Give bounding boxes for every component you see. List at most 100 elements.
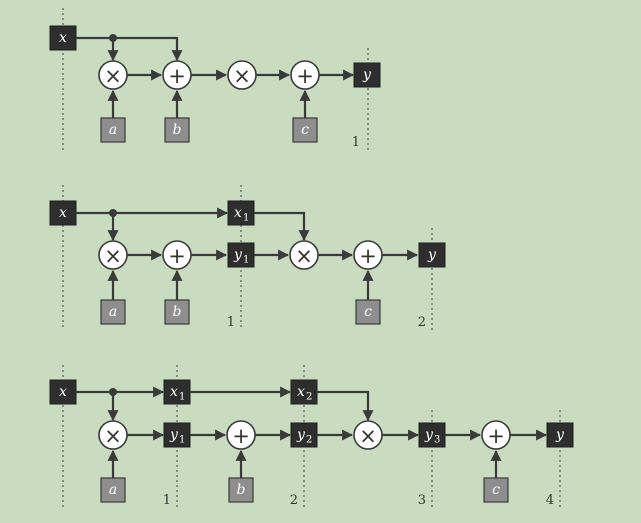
coefficient-box [164, 117, 190, 143]
coefficient-label: c [301, 122, 309, 138]
operator-symbol: + [296, 64, 314, 88]
register-subscript: 1 [179, 435, 185, 446]
register-label: x [234, 205, 242, 221]
coefficient-b: b [228, 477, 254, 503]
register-label: y [362, 67, 372, 83]
operator-symbol: × [104, 64, 122, 88]
operator-symbol: × [233, 64, 251, 88]
coefficient-box [100, 477, 126, 503]
operator-symbol: × [359, 424, 377, 448]
register-label: y [169, 427, 179, 443]
multiplier-1: × [98, 60, 128, 90]
register-x: x [49, 379, 77, 405]
wire-x-to-adder [76, 36, 183, 62]
register-box [163, 379, 191, 405]
coefficient-label: a [109, 482, 117, 498]
register-y: y [418, 242, 446, 268]
coefficient-a: a [100, 477, 126, 503]
stage-label-3: 3 [418, 493, 426, 508]
coefficient-box [292, 117, 318, 143]
multiplier-1: × [98, 240, 128, 270]
register-subscript: 1 [243, 255, 249, 266]
wire-x2-to-multiplier [317, 390, 374, 422]
coefficient-a: a [100, 299, 126, 325]
register-x: x [49, 200, 77, 226]
coefficient-label: b [173, 122, 182, 138]
register-label: x [170, 384, 178, 400]
register-label: x [59, 384, 67, 400]
coefficient-box [228, 477, 254, 503]
adder-1: + [226, 420, 256, 450]
coefficient-c: c [483, 477, 509, 503]
adder-1: + [162, 240, 192, 270]
register-label: y [233, 247, 243, 263]
register-label: y [427, 247, 437, 263]
wire-x1-to-multiplier [254, 211, 310, 242]
coefficient-label: c [364, 304, 372, 320]
operator-symbol: + [487, 424, 505, 448]
coefficient-c: c [355, 299, 381, 325]
register-subscript: 2 [306, 392, 312, 403]
stage-label-1: 1 [163, 493, 171, 508]
multiplier-1: × [98, 420, 128, 450]
adder-2: + [481, 420, 511, 450]
coefficient-box [164, 299, 190, 325]
coefficient-b: b [164, 299, 190, 325]
operator-symbol: + [359, 244, 377, 268]
coefficient-box [355, 299, 381, 325]
coefficient-label: a [109, 122, 117, 138]
operator-symbol: × [104, 244, 122, 268]
multiplier-2: × [353, 420, 383, 450]
stage-label-2: 2 [418, 315, 426, 330]
register-box [418, 242, 446, 268]
coefficient-label: b [237, 482, 246, 498]
coefficient-c: c [292, 117, 318, 143]
adder-2: + [290, 60, 320, 90]
coefficient-a: a [100, 117, 126, 143]
register-label: x [59, 30, 67, 46]
coefficient-label: a [109, 304, 117, 320]
register-y: y [353, 62, 381, 88]
register-subscript: 2 [306, 435, 312, 446]
register-box [49, 379, 77, 405]
register-x: x [49, 25, 77, 51]
adder-1: + [162, 60, 192, 90]
coefficient-label: c [492, 482, 500, 498]
register-box [227, 200, 255, 226]
stage-label-2: 2 [290, 493, 298, 508]
operator-symbol: × [104, 424, 122, 448]
register-subscript: 3 [434, 435, 440, 446]
register-box [49, 200, 77, 226]
stage-label-1: 1 [227, 315, 235, 330]
coefficient-b: b [164, 117, 190, 143]
register-y: y [546, 422, 574, 448]
register-box [49, 25, 77, 51]
register-label: y [555, 427, 565, 443]
operator-symbol: × [295, 244, 313, 268]
coefficient-label: b [173, 304, 182, 320]
stage-label-1: 1 [352, 135, 360, 150]
multiplier-2: × [289, 240, 319, 270]
operator-symbol: + [168, 244, 186, 268]
register-label: x [59, 205, 67, 221]
register-subscript: 1 [179, 392, 185, 403]
register-label: y [296, 427, 306, 443]
operator-symbol: + [232, 424, 250, 448]
register-box [353, 62, 381, 88]
register-box [418, 422, 446, 448]
stage-label-4: 4 [546, 493, 554, 508]
operator-symbol: + [168, 64, 186, 88]
register-label: x [297, 384, 305, 400]
register-subscript: 1 [243, 213, 249, 224]
register-label: y [424, 427, 434, 443]
multiplier-2: × [227, 60, 257, 90]
